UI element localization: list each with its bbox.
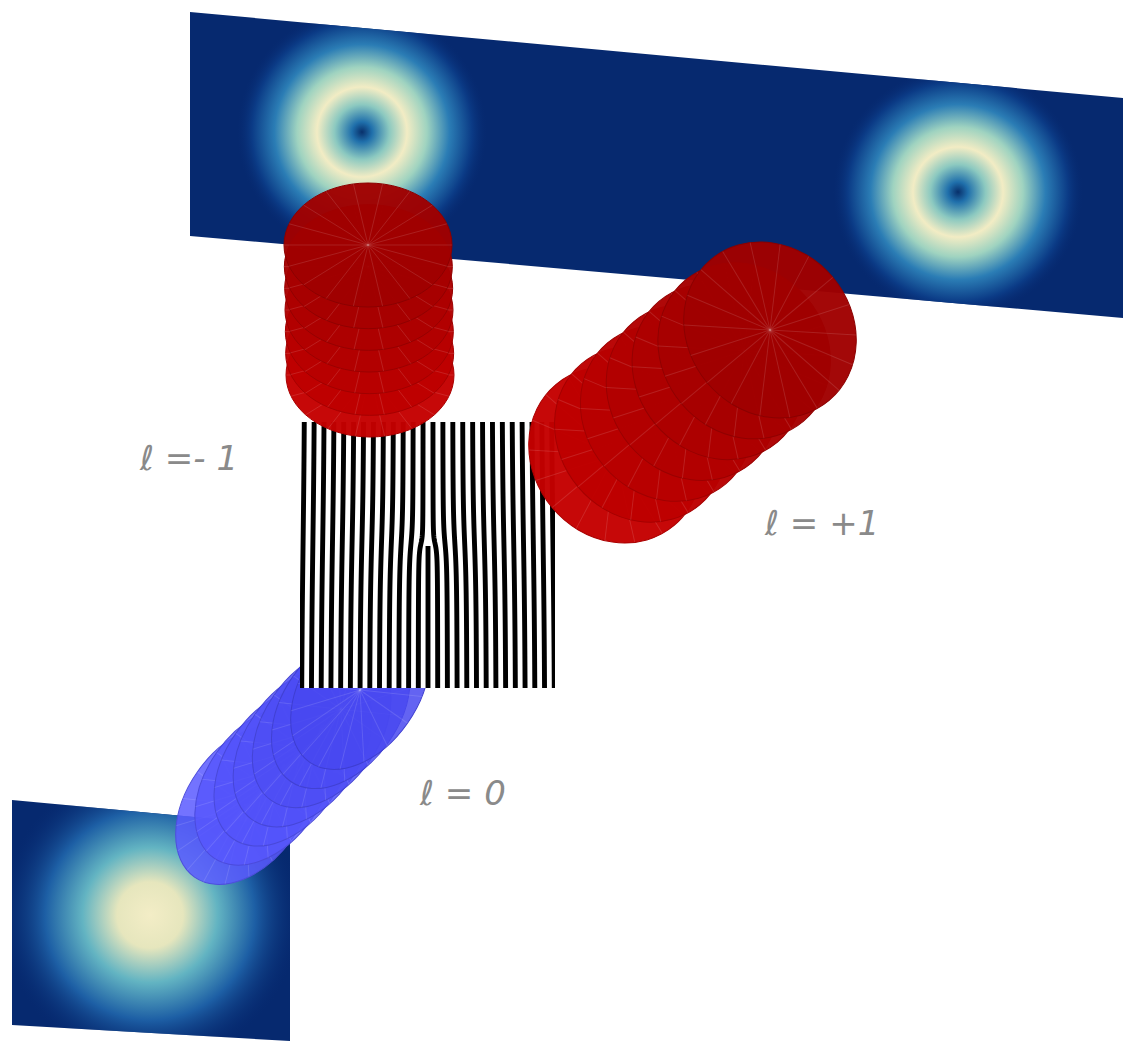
grating-fringe — [418, 422, 423, 688]
grating-fringe — [463, 422, 467, 688]
grating-fringe — [473, 422, 477, 688]
grating-fringe — [522, 422, 525, 688]
beam-spoke — [304, 245, 368, 285]
beam-spoke — [368, 245, 432, 285]
diffracted-beam — [284, 183, 454, 437]
beam-spoke — [289, 224, 368, 245]
grating-fringe — [483, 422, 487, 688]
beam-spoke — [750, 256, 829, 330]
grating-fringe — [370, 422, 374, 688]
beam-disk-face — [648, 207, 892, 453]
beam-spoke — [719, 243, 802, 330]
beam-spoke — [770, 304, 853, 391]
beam-spoke — [368, 245, 452, 246]
beam-spoke — [310, 690, 368, 767]
beam-spoke — [722, 330, 808, 416]
beam-spoke — [684, 285, 770, 371]
beam-spoke — [368, 245, 383, 306]
beam-spoke — [326, 245, 368, 299]
beam-spoke — [712, 251, 781, 330]
grating-fringe — [443, 422, 448, 688]
donut-profile — [237, 7, 487, 257]
grating-fringe — [389, 422, 393, 688]
beam-spoke — [739, 330, 822, 417]
beam-spoke — [328, 690, 397, 762]
beam-spoke — [289, 245, 368, 266]
beam-spoke — [304, 205, 368, 245]
grating-fringe — [331, 422, 334, 688]
order-label: ℓ = +1 — [765, 505, 879, 542]
beam-spoke — [353, 184, 368, 245]
grating-fringe — [341, 422, 344, 688]
beam-spoke — [770, 280, 849, 354]
output-intensity-panel — [190, 7, 1123, 318]
grating-fringe — [302, 422, 305, 688]
grating-fringe — [311, 422, 314, 688]
beam-spoke — [368, 205, 432, 245]
beam-spoke — [711, 330, 790, 404]
beam-spoke — [691, 306, 770, 380]
beam-spoke — [368, 224, 447, 245]
beam-disk — [284, 183, 452, 307]
beam-spoke — [687, 269, 770, 356]
donut-profile — [833, 67, 1083, 317]
grating-fringe — [399, 422, 403, 688]
beam-spoke — [732, 244, 818, 330]
beam-spoke — [707, 330, 770, 383]
beam-spoke — [759, 330, 828, 409]
diffracted-beam — [493, 207, 892, 578]
grating-fringe — [492, 422, 495, 688]
grating-fringe — [433, 422, 438, 688]
beam-spoke — [360, 690, 408, 723]
beam-spoke — [770, 290, 856, 376]
grating-fringe — [321, 422, 324, 688]
grating-fringe — [426, 546, 431, 688]
order-label: ℓ =- 1 — [140, 440, 238, 477]
beam-spoke — [368, 191, 410, 245]
grating-fringe — [502, 422, 505, 688]
beam-spoke — [368, 245, 447, 266]
beam-disk — [648, 207, 892, 453]
order-label: ℓ = 0 — [420, 775, 506, 812]
grating-fringe — [409, 422, 414, 688]
beam-disk-face — [284, 183, 452, 307]
grating-fringe — [379, 422, 383, 688]
grating-fringe — [453, 422, 457, 688]
grating-fringe — [360, 422, 363, 688]
beam-spoke — [770, 277, 833, 330]
grating-fringe — [350, 422, 353, 688]
grating-fringe — [512, 422, 515, 688]
beam-spoke — [284, 245, 368, 246]
